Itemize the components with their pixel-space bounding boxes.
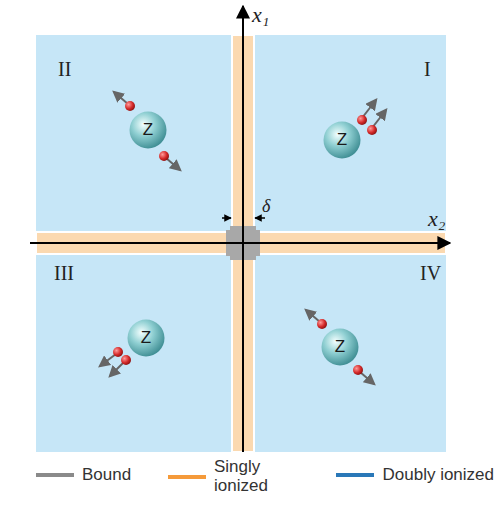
nucleus-charge: Z: [335, 337, 345, 357]
legend-entry: Bound: [36, 466, 131, 485]
delta-arrow: [255, 217, 265, 219]
quadrant-label: III: [54, 262, 74, 285]
quadrant-label: I: [424, 58, 431, 81]
axis-label: x₁: [252, 2, 269, 28]
legend-swatch: [168, 475, 206, 479]
axis-label: x₂: [428, 206, 445, 232]
quadrant-label: IV: [420, 262, 441, 285]
nucleus-charge: Z: [143, 120, 153, 140]
nucleus-charge: Z: [337, 130, 347, 150]
width-label: δ: [262, 196, 270, 217]
ion-sphere: Z: [321, 328, 359, 366]
legend-swatch: [36, 473, 74, 477]
ion-sphere: Z: [323, 121, 361, 159]
legend-swatch: [336, 473, 374, 477]
legend-text: Singly ionized: [214, 458, 294, 495]
legend-text: Bound: [82, 466, 131, 485]
ion-sphere: Z: [129, 111, 167, 149]
delta-arrow: [222, 217, 231, 219]
quadrant-label: II: [58, 58, 71, 81]
nucleus-charge: Z: [141, 328, 151, 348]
axis-x2: [30, 242, 450, 244]
axis-x1: [242, 6, 244, 452]
legend-text: Doubly ionized: [382, 466, 494, 485]
electron-velocity: [100, 92, 386, 384]
electron: [113, 101, 377, 375]
legend-entry: Singly ionized: [168, 458, 294, 495]
ion-sphere: Z: [127, 319, 165, 357]
legend-entry: Doubly ionized: [336, 466, 494, 485]
